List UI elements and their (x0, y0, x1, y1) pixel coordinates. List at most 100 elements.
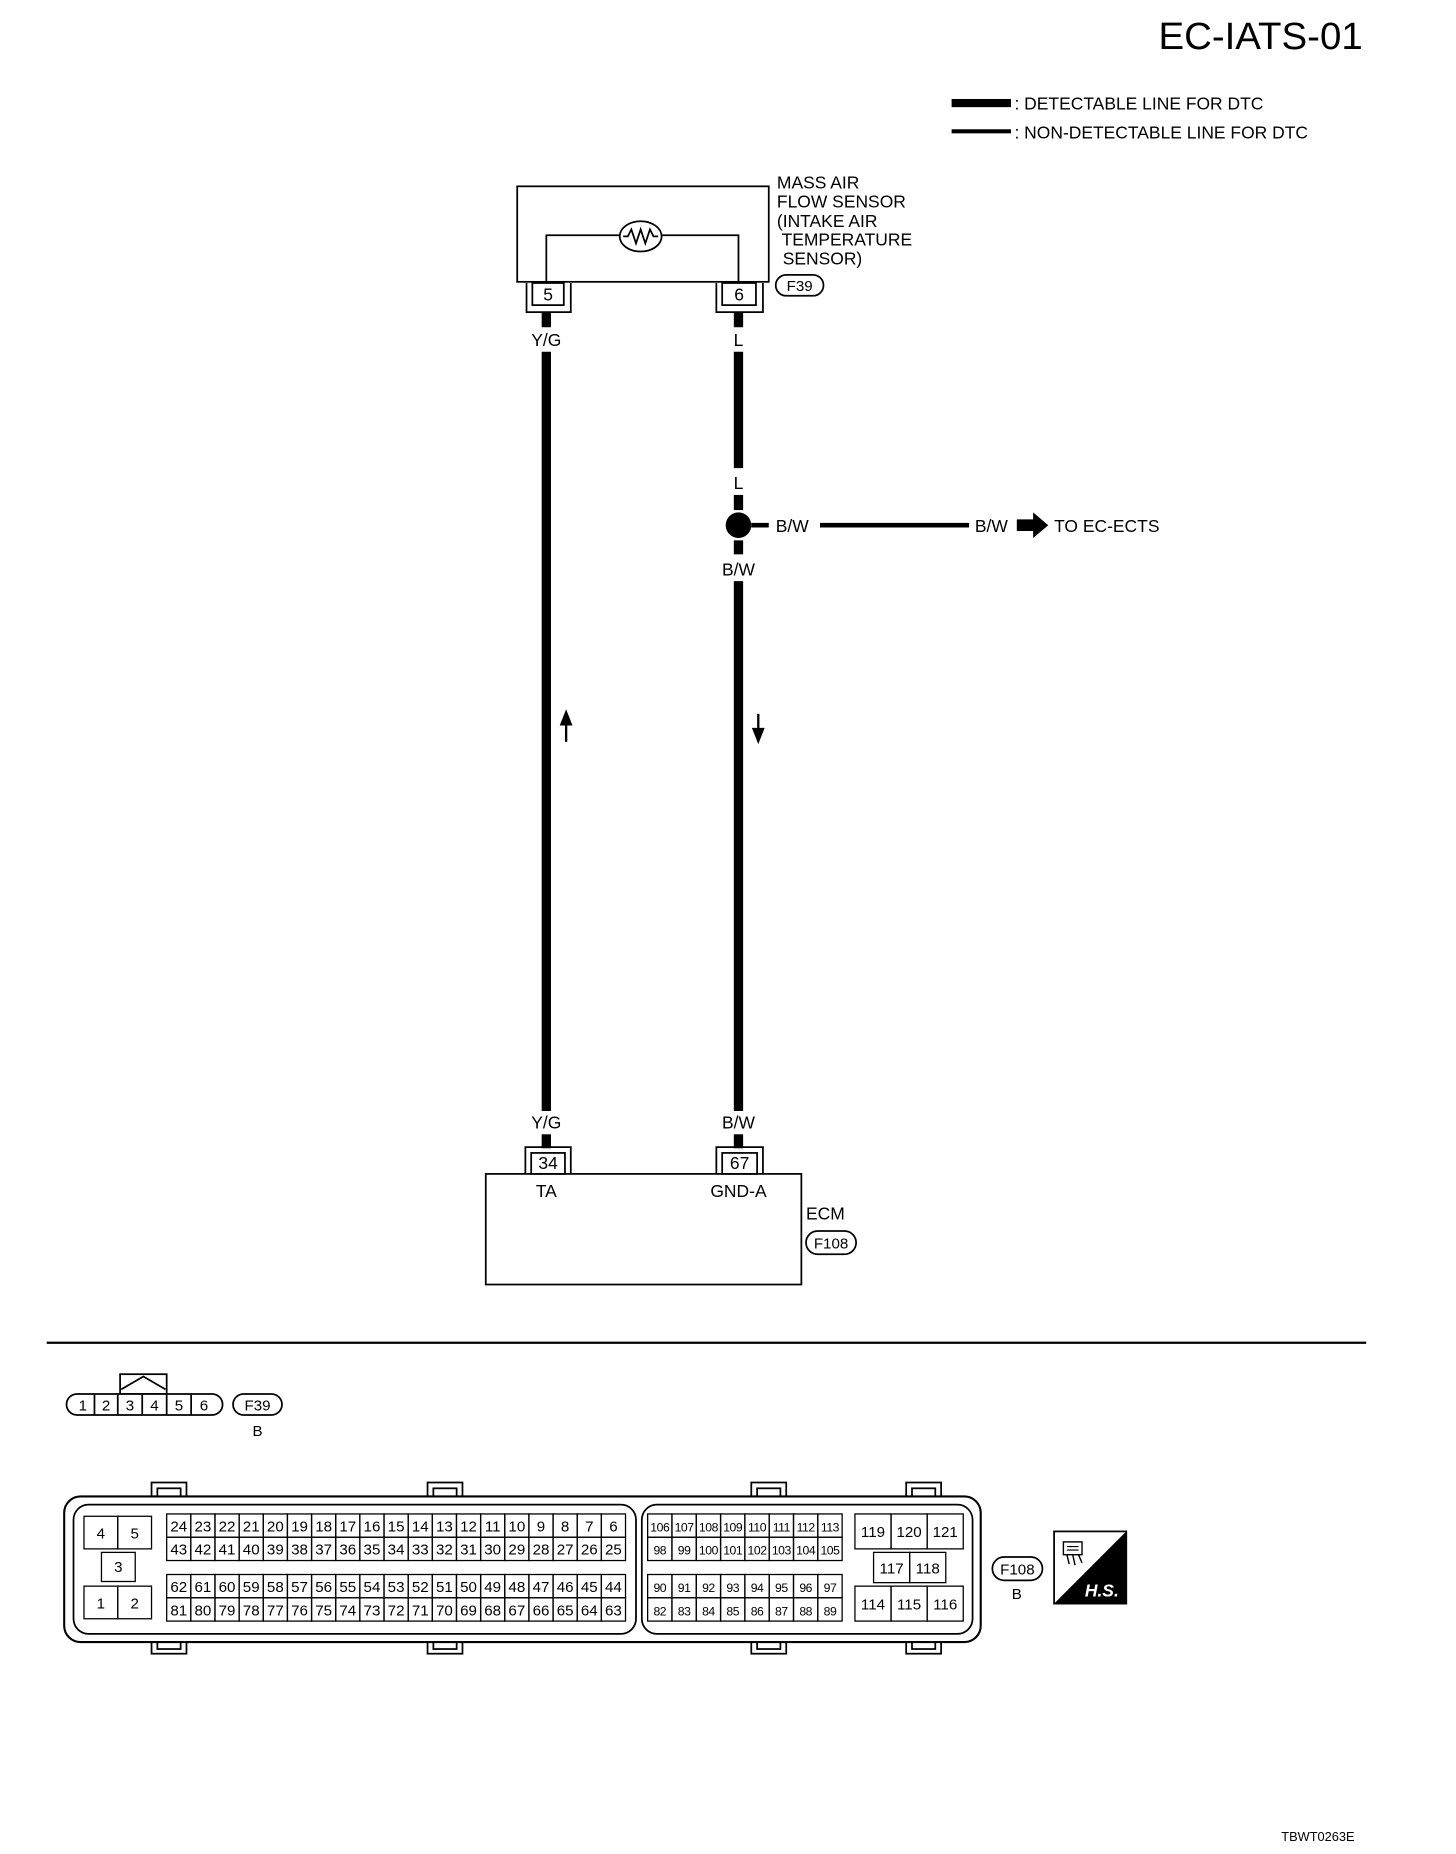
pin-number: 58 (267, 1579, 284, 1596)
connector-id: F39 (244, 1397, 270, 1414)
pin-number: 80 (194, 1602, 211, 1619)
connector-lock-tab-roof (120, 1375, 166, 1391)
pin-number: 14 (412, 1518, 429, 1535)
pin-number: 105 (820, 1544, 840, 1558)
detectable-line-label: : DETECTABLE LINE FOR DTC (1014, 93, 1263, 113)
pin-number: 10 (508, 1518, 525, 1535)
pin-number: 84 (702, 1604, 715, 1618)
pin-number: 88 (799, 1604, 812, 1618)
splice-point (725, 512, 752, 539)
pin-number: 82 (653, 1604, 666, 1618)
pin-number: 4 (97, 1525, 105, 1542)
pin-number: 96 (799, 1581, 812, 1595)
pin-number: 103 (772, 1544, 792, 1558)
non-detectable-line-label: : NON-DETECTABLE LINE FOR DTC (1014, 123, 1308, 143)
pin-number: 112 (797, 1520, 816, 1534)
pin-number: 38 (291, 1542, 308, 1559)
thermistor-zigzag (623, 226, 659, 247)
figure-code: TBWT0263E (1281, 1829, 1354, 1844)
ecm-label: ECM (806, 1203, 845, 1223)
pin-number: 28 (533, 1542, 550, 1559)
pin-number: 49 (484, 1579, 501, 1596)
ecm-connector-id: F108 (814, 1235, 848, 1252)
pin-number: 15 (388, 1518, 405, 1535)
pin-cell (817, 1597, 843, 1622)
pin-number: 6 (200, 1397, 208, 1414)
pin-number: 63 (605, 1602, 622, 1619)
wire-color-label: B/W (722, 1112, 755, 1132)
wire-color-label: L (734, 473, 744, 493)
pin-number: 87 (775, 1604, 788, 1618)
connector-housing (65, 1393, 224, 1416)
pin-number: 12 (460, 1518, 477, 1535)
icon-wire (1077, 1554, 1083, 1564)
pin-cell (909, 1551, 947, 1584)
harness-connector-icon (1062, 1541, 1083, 1566)
pin-number: 35 (364, 1542, 381, 1559)
pin-number: 13 (436, 1518, 453, 1535)
harness-side-badge: H.S. (1053, 1530, 1128, 1605)
pin-number: 116 (933, 1596, 957, 1613)
pin-number: 5 (175, 1397, 183, 1414)
pin-number: 99 (678, 1544, 691, 1558)
pin-cell (600, 1597, 627, 1622)
pin-number: 74 (339, 1602, 356, 1619)
branch-destination: TO EC-ECTS (1054, 516, 1159, 536)
pin-number: 73 (364, 1602, 381, 1619)
pin-number: 71 (412, 1602, 429, 1619)
pin-number: 65 (557, 1602, 574, 1619)
pin-number: 92 (702, 1581, 715, 1595)
pin-number: 60 (219, 1579, 236, 1596)
wire-color-label: B/W (776, 516, 809, 536)
pin-number: 2 (102, 1397, 110, 1414)
ecm-body (484, 1173, 803, 1286)
tab-inner (156, 1641, 182, 1650)
pin-number: 98 (653, 1544, 666, 1558)
diagram-title: EC-IATS-01 (1158, 15, 1362, 58)
pin-number: 62 (170, 1579, 187, 1596)
pin-number: 93 (726, 1581, 739, 1595)
pin-number: 52 (412, 1579, 429, 1596)
ecm-terminal-67-bracket (715, 1146, 764, 1174)
pin-number: 55 (339, 1579, 356, 1596)
connector-id-badge (232, 1393, 283, 1416)
pin-number: 81 (170, 1602, 187, 1619)
connector-color: B (1012, 1586, 1022, 1603)
pin-number: 110 (748, 1520, 767, 1534)
pin-number: 107 (675, 1520, 695, 1534)
pin-number: 47 (533, 1579, 550, 1596)
ground-wire: L L B/W B/W (722, 312, 765, 1149)
pin-number: 46 (557, 1579, 574, 1596)
tab-inner (756, 1641, 782, 1650)
pin-number: 115 (897, 1596, 921, 1613)
pin-number: 32 (436, 1542, 453, 1559)
pin-number: 120 (896, 1524, 921, 1541)
ecm-terminal-name: GND-A (710, 1181, 767, 1201)
ecm-terminal-number: 34 (538, 1153, 558, 1173)
pin-number: 17 (339, 1518, 356, 1535)
up-arrow-icon (559, 709, 573, 726)
pin-number: 101 (723, 1544, 743, 1558)
pin-cell (117, 1515, 153, 1550)
pin-number: 85 (726, 1604, 739, 1618)
wire-color-label: Y/G (531, 330, 561, 350)
pin-number: 72 (388, 1602, 405, 1619)
ecm-terminal-number: 67 (730, 1153, 749, 1173)
sensor-body (516, 185, 770, 283)
pin-number: 114 (861, 1596, 885, 1613)
pin-number: 54 (364, 1579, 381, 1596)
connector-housing (63, 1495, 982, 1644)
pin-number: 76 (291, 1602, 308, 1619)
pin-number: 56 (315, 1579, 332, 1596)
pin-number: 67 (508, 1602, 525, 1619)
pin-number: 66 (533, 1602, 550, 1619)
pin-number: 79 (219, 1602, 236, 1619)
detectable-line-swatch (951, 98, 1011, 108)
sensor-label-line: FLOW SENSOR (777, 191, 906, 211)
pin-number: 26 (581, 1542, 598, 1559)
tab-inner (432, 1487, 458, 1498)
legend: : DETECTABLE LINE FOR DTC : NON-DETECTAB… (951, 93, 1308, 143)
